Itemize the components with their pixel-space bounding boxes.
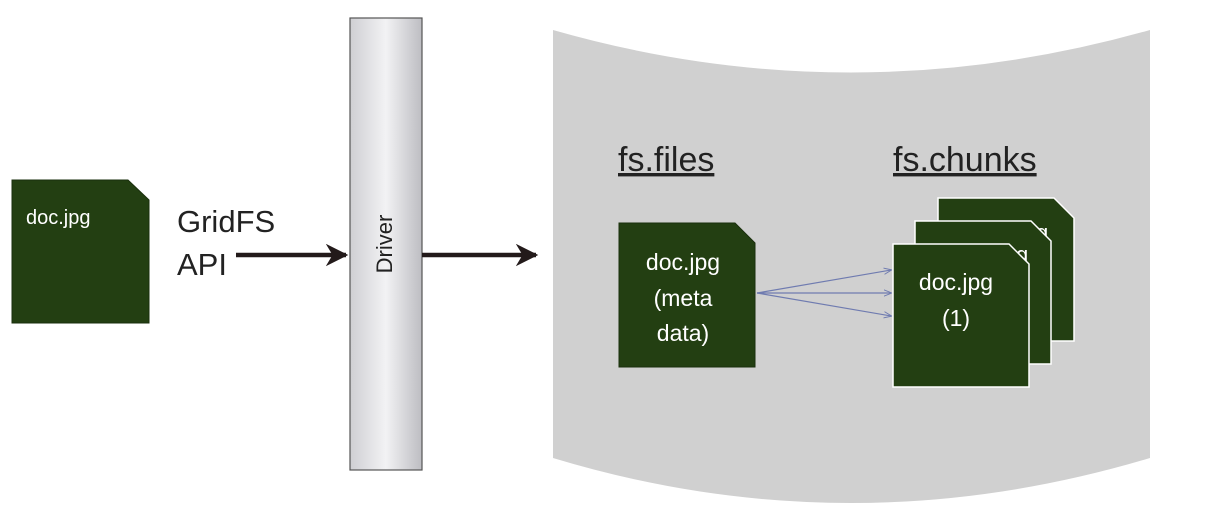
link-arrow <box>756 270 891 294</box>
chunk-doc-line2: (1) <box>942 305 970 331</box>
driver-label: Driver <box>372 215 397 274</box>
link-arrow <box>756 292 891 316</box>
chunk-doc-line1: doc.jpg <box>919 269 993 295</box>
chunk-doc-icon-front <box>892 243 1030 388</box>
driver-bar <box>349 17 423 471</box>
api-label-line1: GridFS <box>177 204 275 239</box>
source-doc-icon <box>11 179 150 324</box>
files-doc-line3: data) <box>657 320 709 346</box>
source-doc-label: doc.jpg <box>26 207 91 229</box>
files-doc-line2: (meta <box>654 285 713 311</box>
files-doc-icon <box>618 222 756 368</box>
files-to-chunks-links <box>756 270 891 316</box>
files-doc-line1: doc.jpg <box>646 249 720 275</box>
chunks-title: fs.chunks <box>893 141 1037 179</box>
files-title: fs.files <box>618 141 714 179</box>
api-label-line2: API <box>177 247 227 282</box>
